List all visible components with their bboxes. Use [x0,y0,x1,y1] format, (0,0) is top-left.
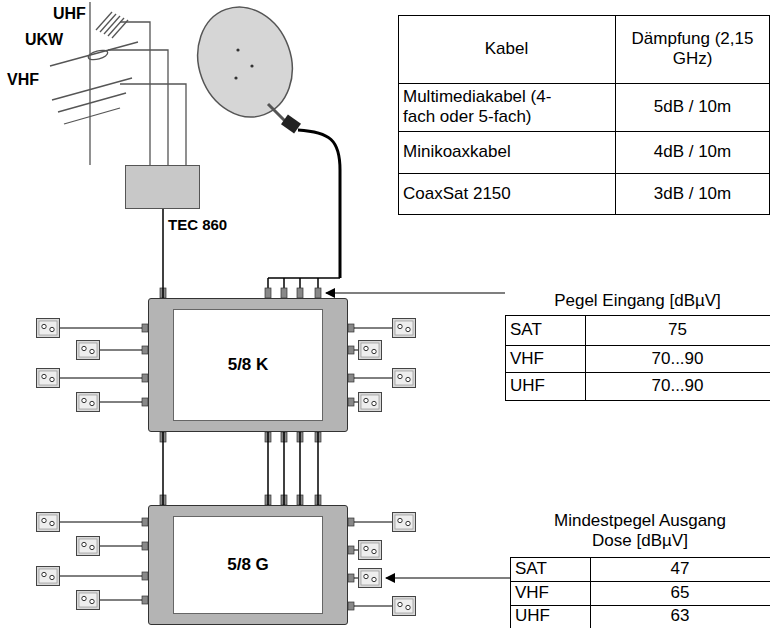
band-label: UKW [25,31,63,49]
table-cell: 70...90 [652,376,704,396]
label-cell: 70...90 [585,345,770,372]
table-cell: 5dB / 10m [654,97,732,117]
label-cell: Minikoaxkabel [398,131,615,173]
label-cell: 75 [585,315,770,345]
label-cell: Kabel [398,15,615,83]
table-cell: 70...90 [652,349,704,369]
label-cell: 4dB / 10m [615,131,770,173]
table-cell: 63 [671,606,690,626]
table-cell: 47 [671,559,690,579]
switch-face: 5/8 K [173,309,323,421]
label-cell: VHF [510,581,590,605]
label-cell: SAT [505,315,585,345]
table-cell: VHF [510,349,544,369]
label-cell: Pegel Eingang [dBµV] [505,287,770,314]
label-cell: 5dB / 10m [615,83,770,131]
table-grid [398,15,770,628]
table-cell: UHF [515,606,550,626]
label-cell: UHF [505,372,585,400]
label-cell: UHF [510,605,590,627]
table-cell: CoaxSat 2150 [403,184,511,204]
table-cell: Pegel Eingang [dBµV] [554,291,721,311]
label-cell: UKW [20,29,72,51]
coax-cable [317,432,319,505]
label-cell: SAT [510,557,590,581]
label-cell: 47 [590,557,770,581]
table-cell: Multimediakabel (4-fach oder 5-fach) [403,87,578,126]
label-cell: 70...90 [585,372,770,400]
table-cell: 4dB / 10m [654,142,732,162]
band-label: VHF [7,71,39,89]
table-cell: VHF [515,583,549,603]
switch-face: 5/8 G [173,516,323,614]
label-cell: Multimediakabel (4-fach oder 5-fach) [398,83,615,131]
table-cell: SAT [515,559,547,579]
satellite-dish [183,0,340,290]
coax-cable [162,209,164,298]
label-cell: 65 [590,581,770,605]
amplifier-box: TEC 860 [125,165,200,209]
label-cell: Mindestpegel Ausgang Dose [dBµV] [510,505,770,556]
label-cell: VHF [2,69,48,91]
table-cell: Mindestpegel Ausgang Dose [dBµV] [550,511,730,550]
label-cell: VHF [505,345,585,372]
switch-label: 5/8 G [227,555,269,575]
table-cell: UHF [510,376,545,396]
coax-cable [283,432,285,505]
label-cell: Dämpfung (2,15 GHz) [615,15,770,83]
coax-cable [299,432,301,505]
band-label: UHF [53,5,86,23]
coax-cable [267,432,269,505]
label-cell: CoaxSat 2150 [398,173,615,215]
table-cell: Kabel [485,39,528,59]
table-cell: Minikoaxkabel [403,142,511,162]
label-cell: 3dB / 10m [615,173,770,215]
coax-cable [162,432,164,505]
table-cell: Dämpfung (2,15 GHz) [628,29,758,68]
table-cell: SAT [510,320,542,340]
label-cell: 63 [590,605,770,627]
label-cell: UHF [48,3,94,25]
multiswitch: 5/8 K [148,298,348,432]
table-cell: 3dB / 10m [654,184,732,204]
switch-label: 5/8 K [228,355,269,375]
device-name: TEC 860 [168,216,227,233]
multiswitch: 5/8 G [148,505,348,625]
table-cell: 75 [668,320,687,340]
table-cell: 65 [671,583,690,603]
leader-arrow [326,293,510,578]
antenna [50,2,186,165]
